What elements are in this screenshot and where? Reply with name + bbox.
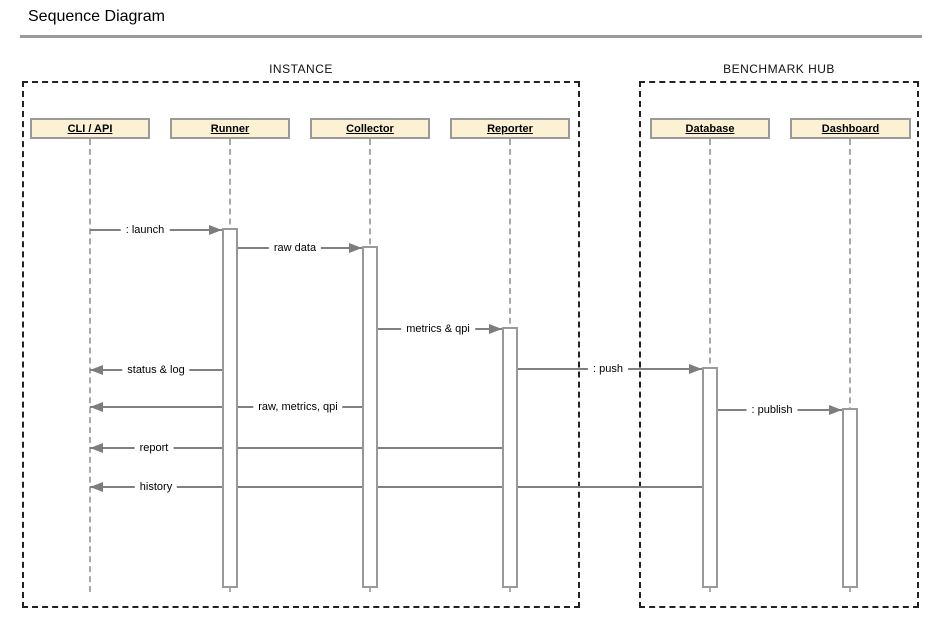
participant-database: Database [650, 118, 770, 139]
participant-runner-label: Runner [210, 122, 250, 135]
message-label-report: report [134, 441, 174, 455]
message-label-history: history [134, 480, 178, 494]
page-title: Sequence Diagram [28, 8, 165, 25]
arrowhead-raw-data-icon [349, 243, 362, 253]
arrowhead-raw-metrics-qpi-icon [90, 402, 103, 412]
title-rule [20, 35, 922, 38]
participant-reporter: Reporter [450, 118, 570, 139]
activation-reporter [502, 327, 518, 588]
participant-dashboard-label: Dashboard [821, 122, 880, 135]
arrowhead-publish-icon [829, 405, 842, 415]
message-label-push: : push [588, 362, 628, 376]
frame-instance-label: INSTANCE [269, 62, 333, 76]
message-line-report [90, 447, 502, 449]
arrowhead-push-icon [689, 364, 702, 374]
arrowhead-history-icon [90, 482, 103, 492]
activation-dashboard [842, 408, 858, 588]
message-label-raw-metrics-qpi: raw, metrics, qpi [253, 400, 343, 414]
arrowhead-status-log-icon [90, 365, 103, 375]
message-label-publish: : publish [746, 403, 798, 417]
frame-instance: INSTANCE [22, 62, 580, 608]
activation-runner [222, 228, 238, 588]
participant-collector: Collector [310, 118, 430, 139]
participant-database-label: Database [685, 122, 735, 135]
arrowhead-metrics-qpi-icon [489, 324, 502, 334]
participant-cli-api-label: CLI / API [67, 122, 113, 135]
message-label-status-log: status & log [122, 363, 190, 377]
frame-benchmark-hub-label: BENCHMARK HUB [723, 62, 835, 76]
lifeline-database [709, 139, 711, 592]
activation-collector [362, 246, 378, 588]
participant-reporter-label: Reporter [487, 122, 533, 135]
arrowhead-report-icon [90, 443, 103, 453]
participant-dashboard: Dashboard [790, 118, 911, 139]
message-label-launch: : launch [120, 223, 170, 237]
message-label-raw-data: raw data [268, 241, 322, 255]
message-label-metrics-qpi: metrics & qpi [401, 322, 475, 336]
message-line-history [90, 486, 702, 488]
lifeline-dashboard [849, 139, 851, 592]
participant-runner: Runner [170, 118, 290, 139]
frame-benchmark-hub: BENCHMARK HUB [639, 62, 919, 608]
participant-cli-api: CLI / API [30, 118, 150, 139]
arrowhead-launch-icon [209, 225, 222, 235]
activation-database [702, 367, 718, 588]
participant-collector-label: Collector [346, 122, 394, 135]
